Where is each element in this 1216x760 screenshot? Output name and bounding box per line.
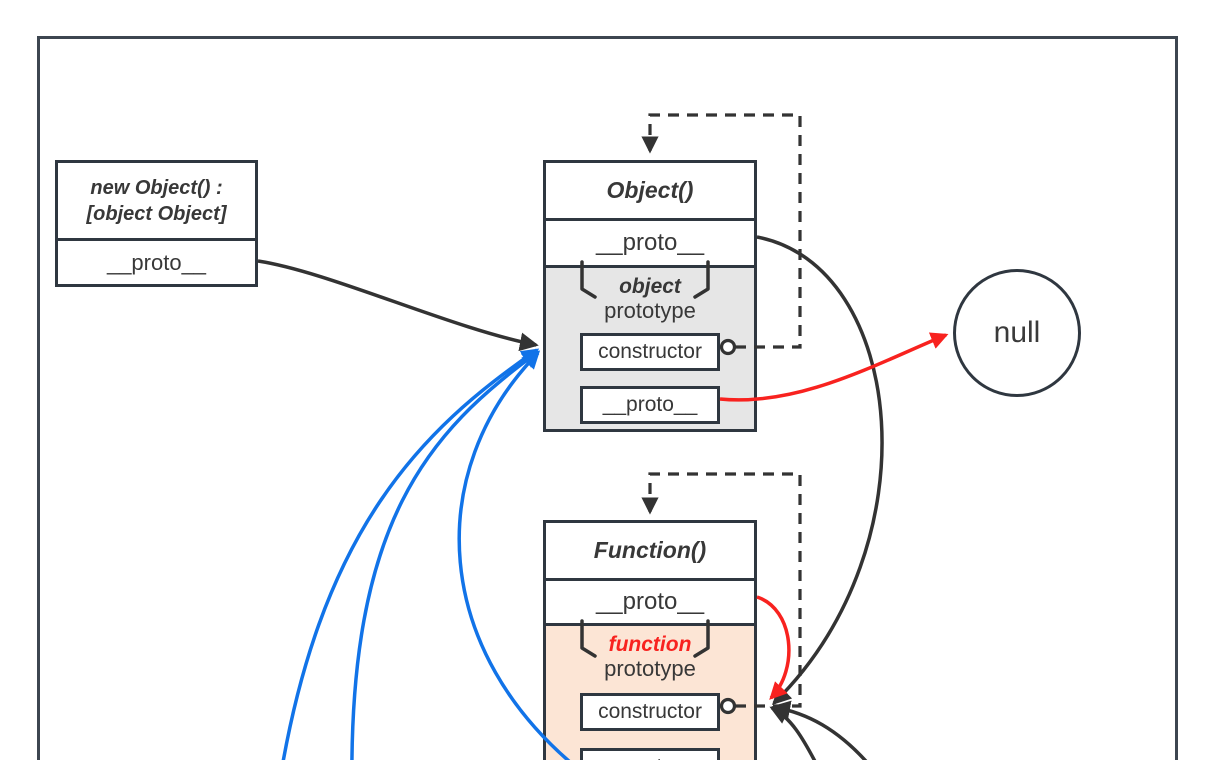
function-prototype-proto-slot: __proto__ bbox=[580, 748, 720, 760]
function-prototype-section: function prototype constructor __proto__ bbox=[546, 623, 754, 760]
function-prototype-name: function bbox=[608, 633, 692, 656]
new-object-proto-slot: __proto__ bbox=[58, 238, 255, 284]
node-new-object-instance: new Object() : [object Object] __proto__ bbox=[55, 160, 258, 287]
new-object-title-line1: new Object() : bbox=[90, 176, 223, 199]
object-prototype-constructor-slot: constructor bbox=[580, 333, 720, 371]
object-prototype-section: object prototype constructor __proto__ bbox=[546, 265, 754, 429]
node-null: null bbox=[953, 269, 1081, 397]
node-function-constructor: Function() __proto__ function prototype … bbox=[543, 520, 757, 760]
function-proto-slot: __proto__ bbox=[546, 578, 754, 623]
object-prototype-word: prototype bbox=[604, 298, 696, 323]
object-title: Object() bbox=[606, 177, 694, 203]
function-prototype-word: prototype bbox=[604, 656, 696, 681]
object-prototype-proto-slot: __proto__ bbox=[580, 386, 720, 424]
function-prototype-constructor-slot: constructor bbox=[580, 693, 720, 731]
object-prototype-name: object bbox=[619, 275, 681, 298]
diagram-frame bbox=[37, 36, 1178, 760]
function-title: Function() bbox=[593, 537, 707, 563]
node-object-constructor: Object() __proto__ object prototype cons… bbox=[543, 160, 757, 432]
object-proto-slot: __proto__ bbox=[546, 218, 754, 265]
new-object-title-line2: [object Object] bbox=[86, 202, 227, 225]
new-object-title: new Object() : [object Object] bbox=[58, 163, 255, 238]
null-label: null bbox=[993, 316, 1041, 349]
